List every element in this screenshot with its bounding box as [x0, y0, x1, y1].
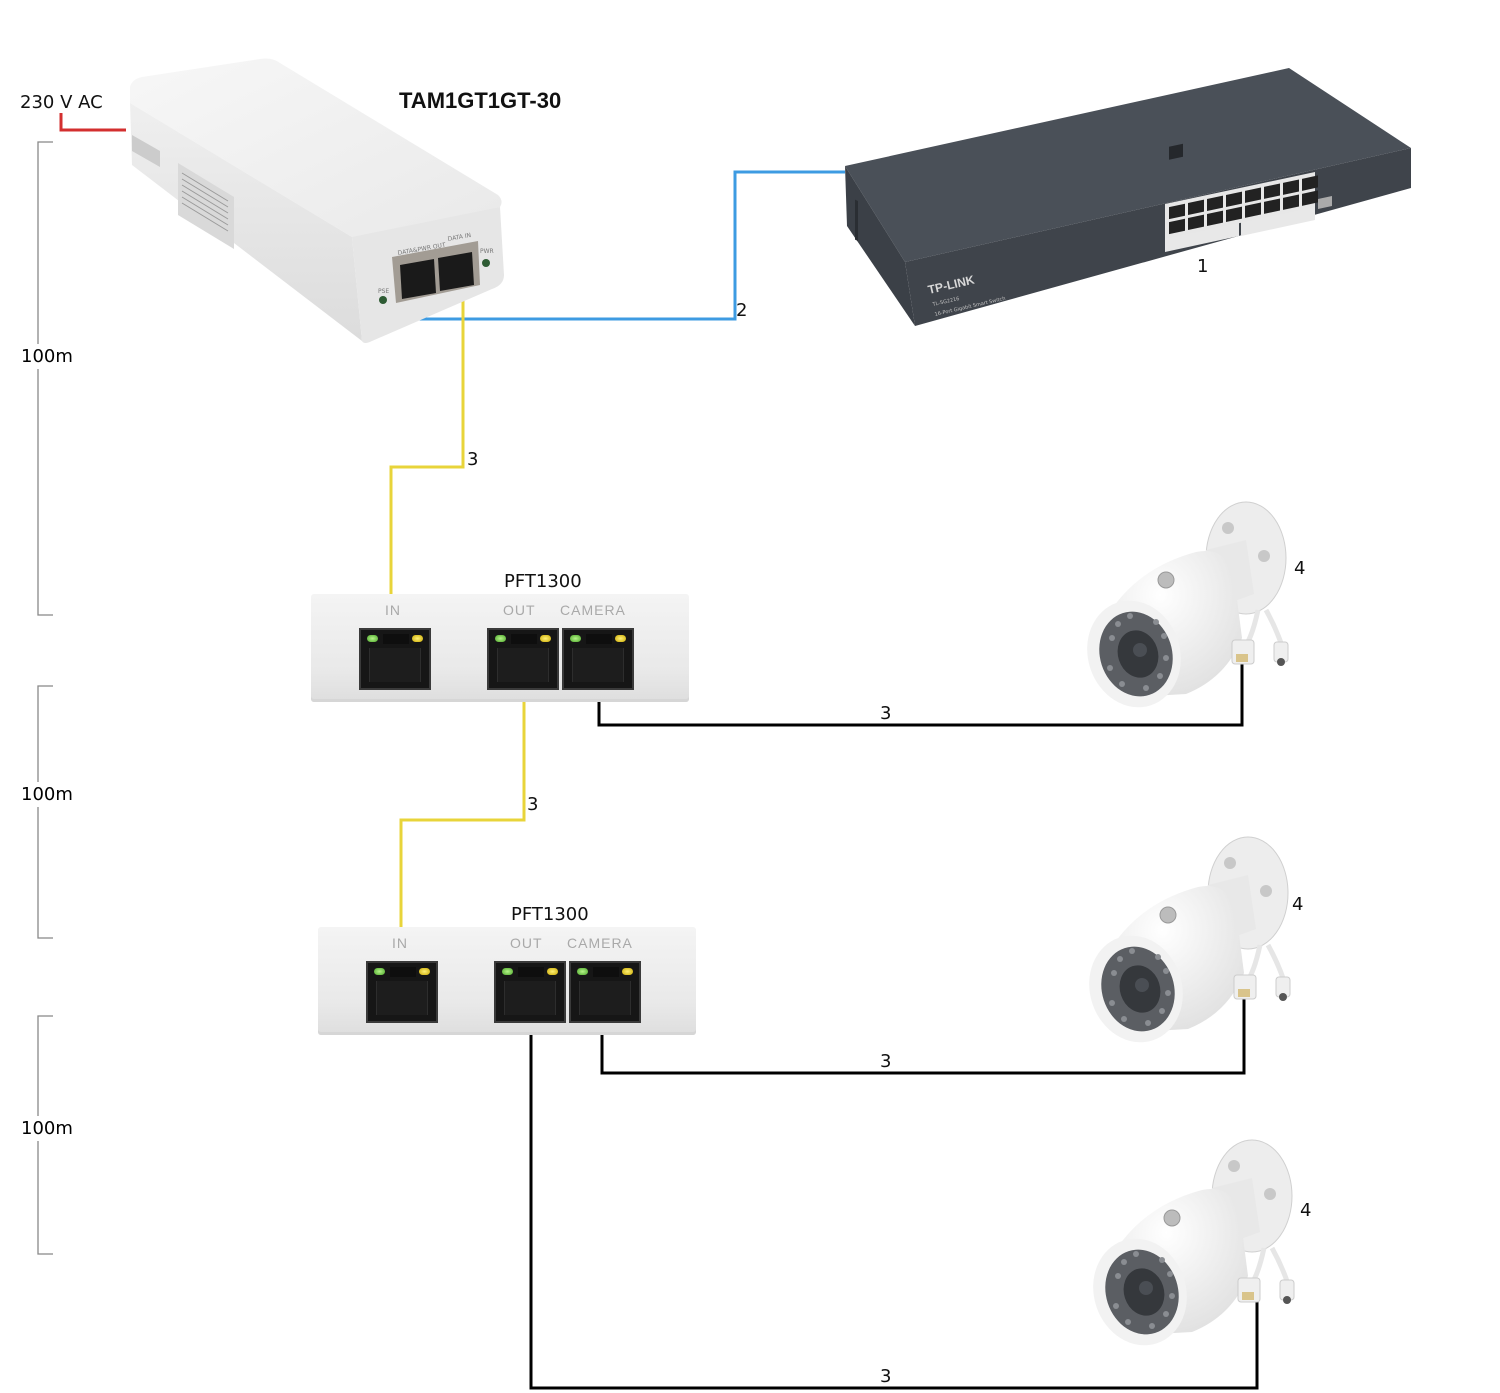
distance-bracket-1	[37, 141, 53, 616]
network-switch: TP-LINK TL-SG2216 16-Port Gigabit Smart …	[843, 66, 1415, 328]
switch-callout: 1	[1197, 256, 1209, 277]
network-switch-illustration: TP-LINK TL-SG2216 16-Port Gigabit Smart …	[845, 68, 1411, 326]
cable-label-2: 2	[736, 300, 748, 321]
extender-1-model-label: PFT1300	[504, 571, 582, 592]
ip-camera-3	[1082, 1136, 1322, 1346]
distance-label-3: 100m	[21, 1116, 73, 1141]
poe-extender-2: IN OUT CAMERA	[318, 927, 696, 1035]
distance-bracket-2	[37, 685, 53, 939]
cable-label-pft1-camera1: 3	[880, 703, 892, 724]
camera-3-callout: 4	[1300, 1200, 1312, 1221]
extender-2-port-out	[494, 961, 566, 1023]
extender-2-port-out-label: OUT	[510, 935, 543, 951]
ip-camera-2	[1078, 833, 1318, 1043]
cable-pft1-to-camera1	[597, 650, 1244, 727]
extender-1-port-out	[487, 628, 559, 690]
poe-injector-illustration: DATA&PWR OUT DATA IN PSE PWR	[130, 58, 504, 343]
distance-label-2: 100m	[21, 782, 73, 807]
extender-1-port-camera-label: CAMERA	[560, 602, 626, 618]
svg-text:PSE: PSE	[378, 288, 389, 295]
cable-label-injector-pft1: 3	[467, 449, 479, 470]
cable-label-pft1-pft2: 3	[527, 794, 539, 815]
cable-switch-to-injector	[415, 170, 845, 321]
svg-text:PWR: PWR	[480, 248, 494, 255]
extender-2-model-label: PFT1300	[511, 904, 589, 925]
extender-1-port-out-label: OUT	[503, 602, 536, 618]
cable-pft1-to-pft2	[399, 702, 526, 928]
cable-pft2-to-camera2	[600, 985, 1246, 1075]
extender-2-port-camera-label: CAMERA	[567, 935, 633, 951]
poe-injector: DATA&PWR OUT DATA IN PSE PWR	[120, 55, 510, 345]
camera-1-callout: 4	[1294, 558, 1306, 579]
extender-1-port-in	[359, 628, 431, 690]
extender-1-port-camera	[562, 628, 634, 690]
extender-2-port-camera	[569, 961, 641, 1023]
ip-camera-1	[1076, 498, 1316, 708]
power-cable	[59, 113, 126, 132]
cable-label-pft2-camera3: 3	[880, 1366, 892, 1387]
svg-text:DATA IN: DATA IN	[447, 232, 471, 243]
extender-1-port-in-label: IN	[385, 602, 401, 618]
cable-pft2-to-camera3	[529, 1034, 1259, 1390]
injector-model-label: TAM1GT1GT-30	[399, 88, 562, 113]
extender-2-port-in	[366, 961, 438, 1023]
cable-label-pft2-camera2: 3	[880, 1051, 892, 1072]
power-input-label: 230 V AC	[20, 92, 103, 113]
distance-label-1: 100m	[21, 344, 73, 369]
cable-injector-to-pft1	[389, 294, 465, 594]
extender-2-port-in-label: IN	[392, 935, 408, 951]
camera-2-callout: 4	[1292, 894, 1304, 915]
poe-extender-1: IN OUT CAMERA	[311, 594, 689, 702]
